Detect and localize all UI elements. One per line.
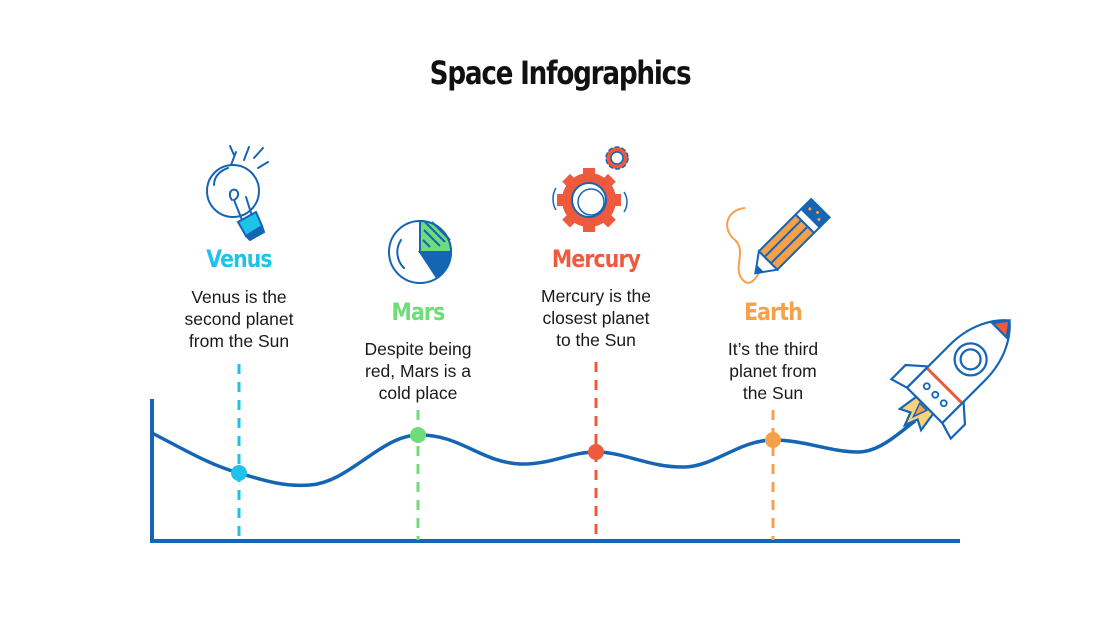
mars-description: Despite being red, Mars is a cold place: [333, 338, 503, 404]
mercury-title: Mercury: [511, 245, 681, 273]
mercury-marker: [588, 444, 604, 460]
desc-line: cold place: [378, 383, 458, 403]
wave-line: [151, 419, 917, 488]
desc-line: Venus is the: [191, 287, 287, 307]
mars-marker: [410, 427, 426, 443]
mars-title-text: Mars: [391, 298, 446, 326]
earth-marker: [765, 432, 781, 448]
pencil-icon: [726, 197, 832, 284]
desc-line: It’s the third: [727, 339, 819, 359]
mercury-description: Mercury is the closest planet to the Sun: [511, 285, 681, 351]
lightbulb-icon: [206, 145, 269, 242]
desc-line: planet from: [729, 361, 817, 381]
earth-description: It’s the third planet from the Sun: [688, 338, 858, 404]
desc-line: closest planet: [542, 308, 650, 328]
page-title: Space Infographics: [429, 54, 692, 92]
desc-line: from the Sun: [188, 331, 290, 351]
mercury-title-text: Mercury: [551, 245, 641, 273]
rocket-icon: [889, 319, 1011, 441]
venus-marker: [231, 465, 247, 481]
gears-icon: [552, 146, 629, 232]
desc-line: Mercury is the: [541, 286, 651, 306]
desc-line: second planet: [184, 309, 294, 329]
pie-chart-icon: [388, 219, 453, 284]
venus-title-text: Venus: [206, 245, 272, 273]
earth-title-text: Earth: [744, 298, 803, 326]
desc-line: to the Sun: [556, 330, 636, 350]
desc-line: red, Mars is a: [365, 361, 471, 381]
desc-line: the Sun: [742, 383, 804, 403]
venus-description: Venus is the second planet from the Sun: [154, 286, 324, 352]
venus-title: Venus: [154, 245, 324, 273]
mars-title: Mars: [333, 298, 503, 326]
desc-line: Despite being: [364, 339, 472, 359]
earth-title: Earth: [688, 298, 858, 326]
